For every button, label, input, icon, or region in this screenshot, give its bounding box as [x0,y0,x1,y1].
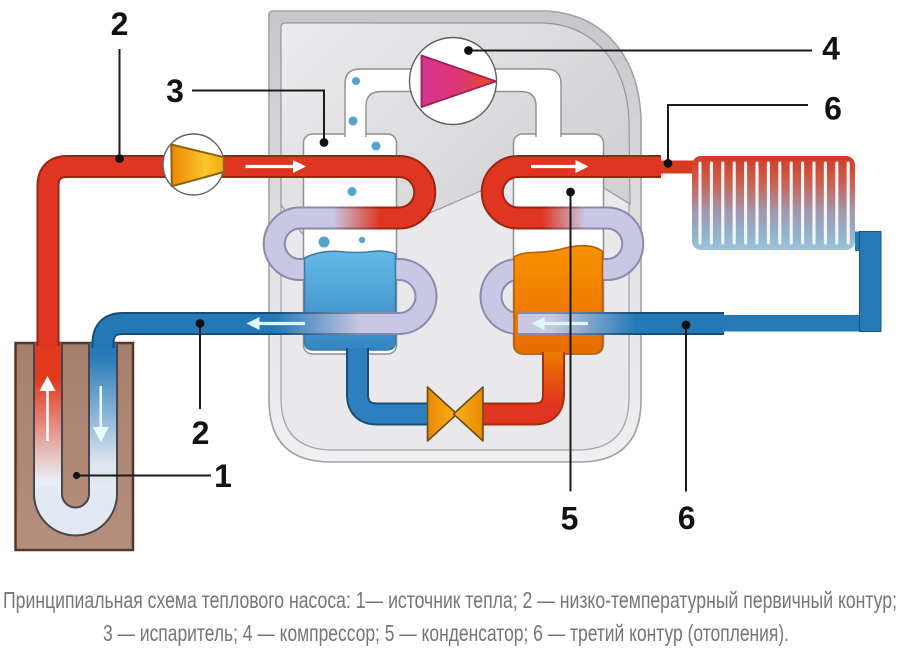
svg-text:3: 3 [166,73,184,109]
svg-text:2: 2 [192,415,210,451]
svg-text:6: 6 [824,91,842,127]
svg-text:1: 1 [214,458,232,494]
svg-text:2: 2 [111,6,129,42]
svg-text:5: 5 [561,501,579,537]
svg-text:Принципиальная схема теплового: Принципиальная схема теплового насоса: 1… [3,587,897,613]
svg-text:6: 6 [678,500,696,536]
svg-text:4: 4 [822,31,840,67]
svg-text:3 — испаритель; 4 — компрессор: 3 — испаритель; 4 — компрессор; 5 — конд… [103,620,789,646]
